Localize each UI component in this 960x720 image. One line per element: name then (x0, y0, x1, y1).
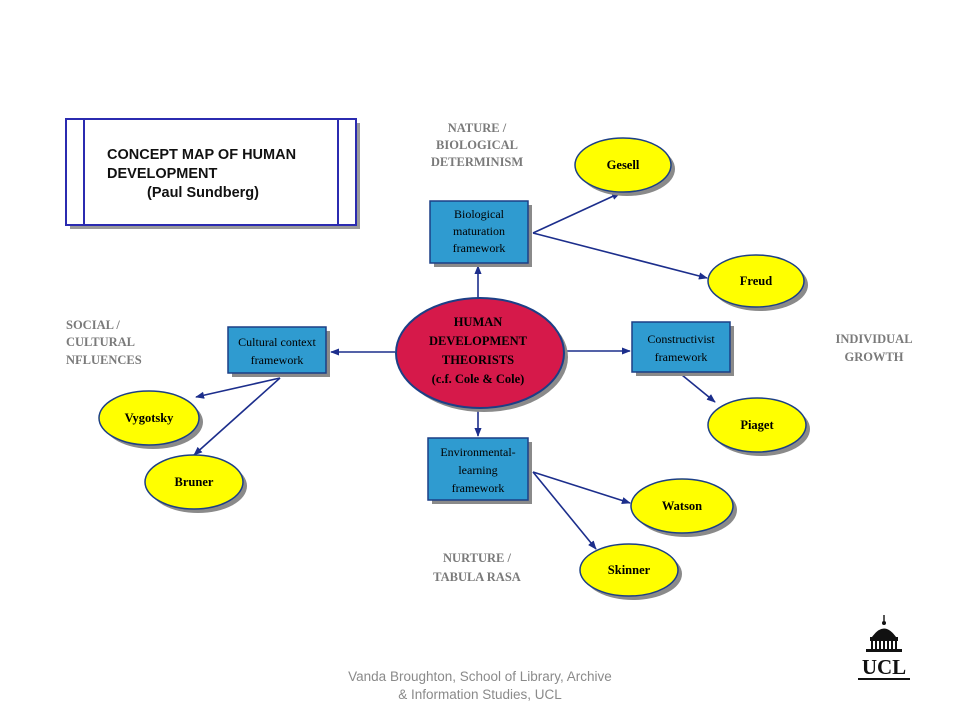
framework-biological-line-2: maturation (453, 224, 505, 238)
arrow-biological-to-gesell (532, 192, 621, 234)
title-line-3: (Paul Sundberg) (147, 185, 259, 201)
title-line-1: CONCEPT MAP OF HUMAN (107, 147, 296, 163)
framework-biological: Biological maturation framework (429, 200, 532, 267)
theorist-vygotsky: Vygotsky (98, 390, 203, 449)
theorist-watson-label: Watson (662, 499, 702, 513)
framework-constructivist-line-1: Constructivist (647, 332, 715, 346)
title-box: CONCEPT MAP OF HUMAN DEVELOPMENT (Paul S… (65, 118, 360, 229)
pole-individual: INDIVIDUAL GROWTH (835, 332, 912, 364)
pole-nurture-line-1: NURTURE / (443, 551, 511, 565)
pole-social-line-2: CULTURAL (66, 335, 135, 349)
center-line-3: THEORISTS (442, 353, 514, 367)
footer-line-1: Vanda Broughton, School of Library, Arch… (348, 669, 612, 684)
theorist-freud: Freud (707, 254, 808, 311)
framework-environmental-line-3: framework (452, 481, 505, 495)
center-line-1: HUMAN (454, 315, 503, 329)
arrow-constructivist-to-piaget (681, 374, 716, 403)
theorist-vygotsky-label: Vygotsky (125, 411, 175, 425)
theorist-skinner-label: Skinner (608, 563, 651, 577)
pole-individual-line-1: INDIVIDUAL (835, 332, 912, 346)
theorist-skinner: Skinner (579, 543, 682, 600)
pole-nurture: NURTURE / TABULA RASA (433, 551, 521, 584)
pole-nurture-line-2: TABULA RASA (433, 570, 521, 584)
arrow-cultural-to-bruner (193, 377, 281, 456)
theorist-bruner: Bruner (144, 454, 247, 513)
pole-nature-line-3: DETERMINISM (431, 155, 524, 169)
ucl-logo: UCL (858, 615, 910, 680)
framework-constructivist: Constructivist framework (631, 321, 734, 376)
theorist-gesell: Gesell (574, 137, 675, 196)
framework-constructivist-line-2: framework (655, 350, 708, 364)
center-line-2: DEVELOPMENT (429, 334, 528, 348)
framework-environmental-line-1: Environmental- (440, 445, 515, 459)
pole-nature-line-2: BIOLOGICAL (436, 138, 518, 152)
framework-biological-line-3: framework (453, 241, 506, 255)
arrow-biological-to-freud (532, 232, 708, 280)
framework-environmental-line-2: learning (458, 463, 497, 477)
footer-line-2: & Information Studies, UCL (398, 687, 562, 702)
arrow-cultural-to-vygotsky (195, 377, 281, 399)
pole-social-line-1: SOCIAL / (66, 318, 120, 332)
pole-nature: NATURE / BIOLOGICAL DETERMINISM (431, 121, 524, 169)
ucl-logo-text: UCL (862, 655, 906, 679)
arrow-environmental-to-watson (532, 471, 631, 504)
theorist-piaget-label: Piaget (740, 418, 774, 432)
arrow-environmental-to-skinner (532, 471, 597, 550)
pole-social: SOCIAL / CULTURAL NFLUENCES (66, 318, 142, 367)
framework-biological-line-1: Biological (454, 207, 505, 221)
theorist-bruner-label: Bruner (175, 475, 214, 489)
theorist-freud-label: Freud (740, 274, 772, 288)
theorist-gesell-label: Gesell (607, 158, 640, 172)
footer-credit: Vanda Broughton, School of Library, Arch… (320, 668, 640, 704)
center-line-4: (c.f. Cole & Cole) (432, 372, 525, 386)
pole-nature-line-1: NATURE / (448, 121, 507, 135)
framework-cultural-line-1: Cultural context (238, 335, 316, 349)
arrows (193, 192, 716, 550)
framework-environmental: Environmental- learning framework (427, 437, 532, 504)
framework-cultural-line-2: framework (251, 353, 304, 367)
pole-individual-line-2: GROWTH (844, 350, 903, 364)
theorist-piaget: Piaget (707, 397, 810, 456)
theorist-watson: Watson (630, 478, 737, 537)
pole-social-line-3: NFLUENCES (66, 353, 142, 367)
title-line-2: DEVELOPMENT (107, 166, 218, 182)
framework-cultural: Cultural context framework (227, 326, 330, 377)
center-node: HUMAN DEVELOPMENT THEORISTS (c.f. Cole &… (395, 297, 568, 412)
